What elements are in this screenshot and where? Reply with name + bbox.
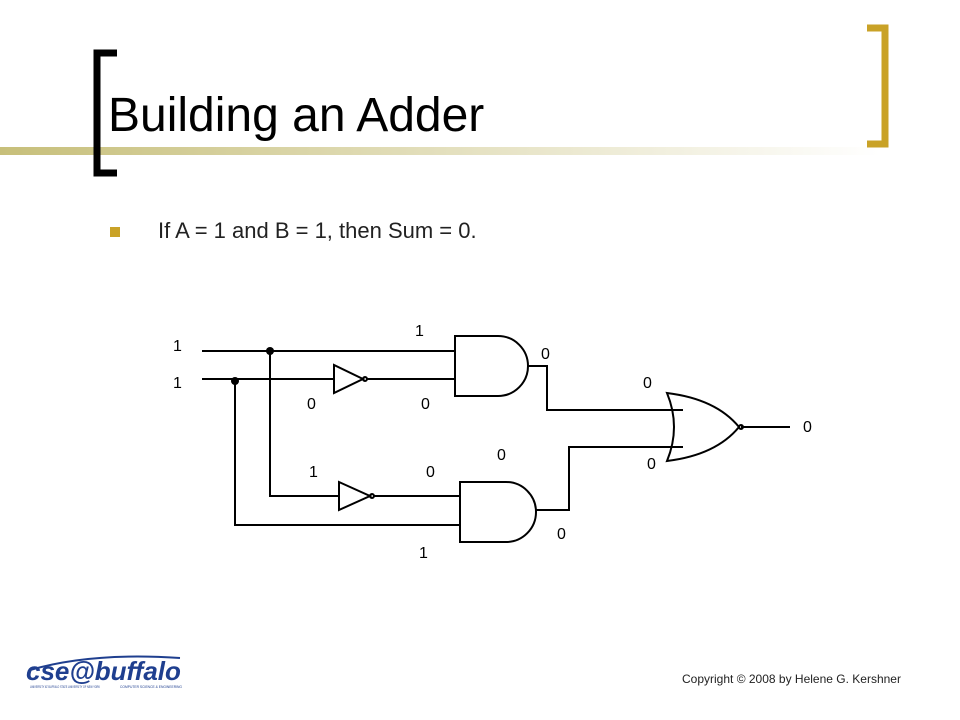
- or-gate-bubble: [738, 424, 744, 430]
- label-and2-top-in: 0: [426, 464, 435, 481]
- junction-b: [231, 377, 239, 385]
- or-gate: [665, 391, 741, 463]
- wire-b-branch: [234, 381, 460, 526]
- label-and2-out-upper: 0: [497, 447, 506, 464]
- junction-a: [266, 347, 274, 355]
- not-gate-1: [333, 363, 366, 395]
- logo-wordmark: cse@buffalo: [26, 656, 181, 686]
- not-gate-1-bubble: [362, 376, 368, 382]
- label-or-in-bottom: 0: [647, 456, 656, 473]
- label-not2-in: 1: [309, 464, 318, 481]
- label-and2-bottom-in: 1: [419, 545, 428, 562]
- and-gate-2: [459, 481, 537, 543]
- wire-a-branch: [269, 351, 338, 497]
- and-gate-1: [454, 335, 529, 397]
- logo-caption-left: UNIVERSITY AT BUFFALO STATE UNIVERSITY O…: [30, 684, 100, 689]
- label-and1-top-in: 1: [415, 323, 424, 340]
- not-gate-2: [338, 480, 373, 512]
- cse-buffalo-logo: cse@buffalo UNIVERSITY AT BUFFALO STATE …: [26, 655, 182, 689]
- bullet-square-icon: [110, 227, 120, 237]
- label-input-b: 1: [173, 375, 182, 392]
- label-and1-out: 0: [541, 346, 550, 363]
- label-and1-bottom-in: 0: [421, 396, 430, 413]
- not-gate-2-bubble: [369, 493, 375, 499]
- title-rule: [0, 147, 880, 155]
- slide-title: Building an Adder: [108, 89, 485, 142]
- wire-and1-out: [528, 365, 683, 411]
- left-bracket: [93, 49, 117, 177]
- right-bracket: [867, 24, 889, 148]
- label-sum-out: 0: [803, 419, 812, 436]
- label-or-in-top: 0: [643, 375, 652, 392]
- wire-and2-out: [536, 446, 683, 511]
- label-not1-in: 0: [307, 396, 316, 413]
- label-input-a: 1: [173, 338, 182, 355]
- label-and2-out: 0: [557, 526, 566, 543]
- copyright-text: Copyright © 2008 by Helene G. Kershner: [682, 672, 901, 686]
- logo-swoosh: [29, 655, 181, 671]
- bullet-text: If A = 1 and B = 1, then Sum = 0.: [158, 218, 477, 243]
- logo-caption-right: COMPUTER SCIENCE & ENGINEERING: [120, 684, 182, 689]
